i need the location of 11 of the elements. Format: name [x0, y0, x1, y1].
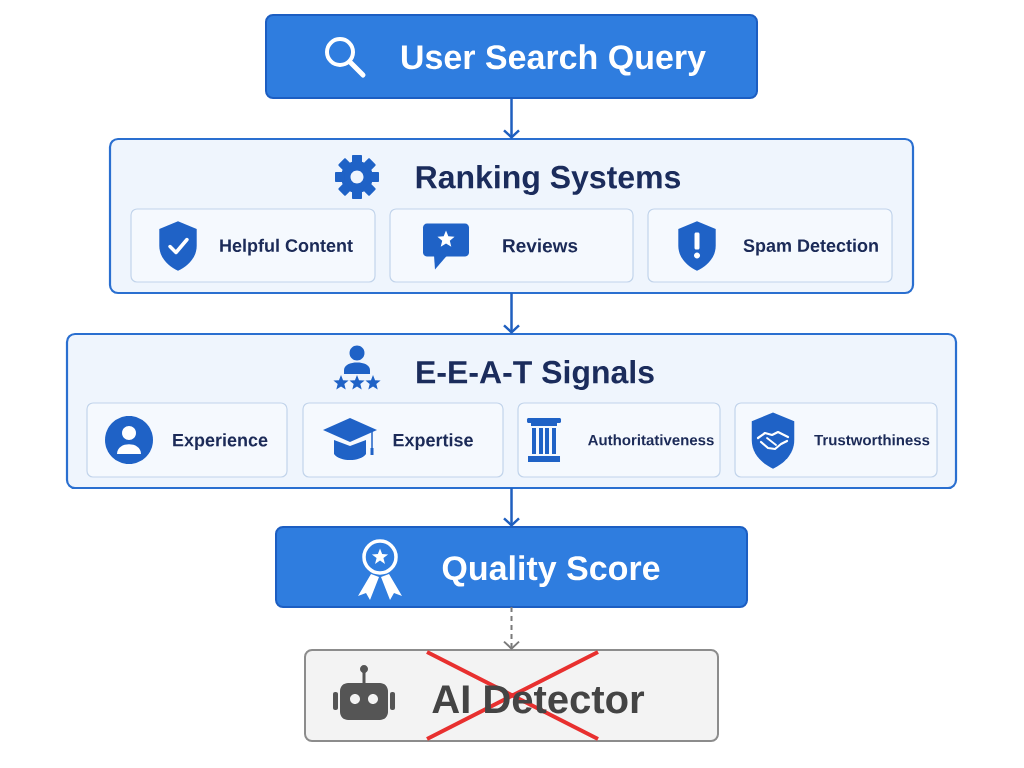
item-card: Helpful Content: [130, 208, 376, 283]
item-card: Authoritativeness: [517, 402, 721, 478]
process-box: User Search Query: [265, 14, 758, 99]
item-card: Reviews: [389, 208, 634, 283]
item-card: Expertise: [302, 402, 504, 478]
process-box: Quality Score: [275, 526, 748, 608]
arrow: [503, 98, 520, 139]
arrow: [503, 606, 520, 650]
arrow: [503, 293, 520, 334]
item-card: Spam Detection: [647, 208, 893, 283]
arrow: [503, 488, 520, 527]
